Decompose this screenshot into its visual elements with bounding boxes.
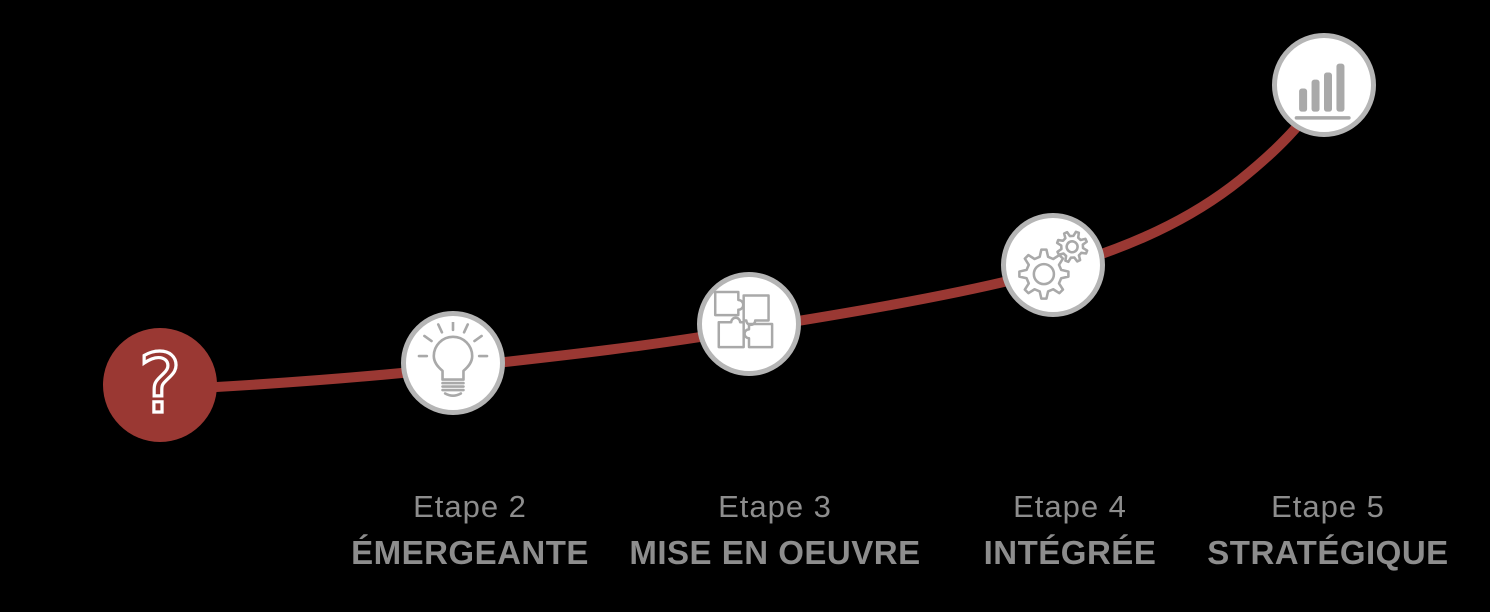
question-mark-glyph: ? [138,341,182,429]
stage-5-subtitle: STRATÉGIQUE [1207,534,1449,571]
stage-2-title: Etape 2 [413,489,527,524]
bar-chart-icon [1294,63,1351,120]
stage-2-node [401,311,505,415]
stage-3-title: Etape 3 [718,489,832,524]
puzzle-icon [713,290,774,349]
stage-5-node [1272,33,1376,137]
stage-5-title: Etape 5 [1271,489,1385,524]
stage-3-label: Etape 3 MISE EN OEUVRE [615,489,935,572]
stage-1-node: ? [103,328,217,442]
stage-2-label: Etape 2 ÉMERGEANTE [310,489,630,572]
stage-4-label: Etape 4 INTÉGRÉE [910,489,1230,572]
stage-5-label: Etape 5 STRATÉGIQUE [1168,489,1488,572]
gears-icon [1018,230,1089,300]
stage-4-subtitle: INTÉGRÉE [983,534,1157,571]
growth-curve-path [157,91,1327,395]
stage-3-node [697,272,801,376]
question-mark-icon: ? [137,341,184,429]
stage-2-subtitle: ÉMERGEANTE [351,534,589,571]
lightbulb-icon [417,322,489,398]
stage-4-title: Etape 4 [1013,489,1127,524]
stage-3-subtitle: MISE EN OEUVRE [629,534,921,571]
stage-4-node [1001,213,1105,317]
